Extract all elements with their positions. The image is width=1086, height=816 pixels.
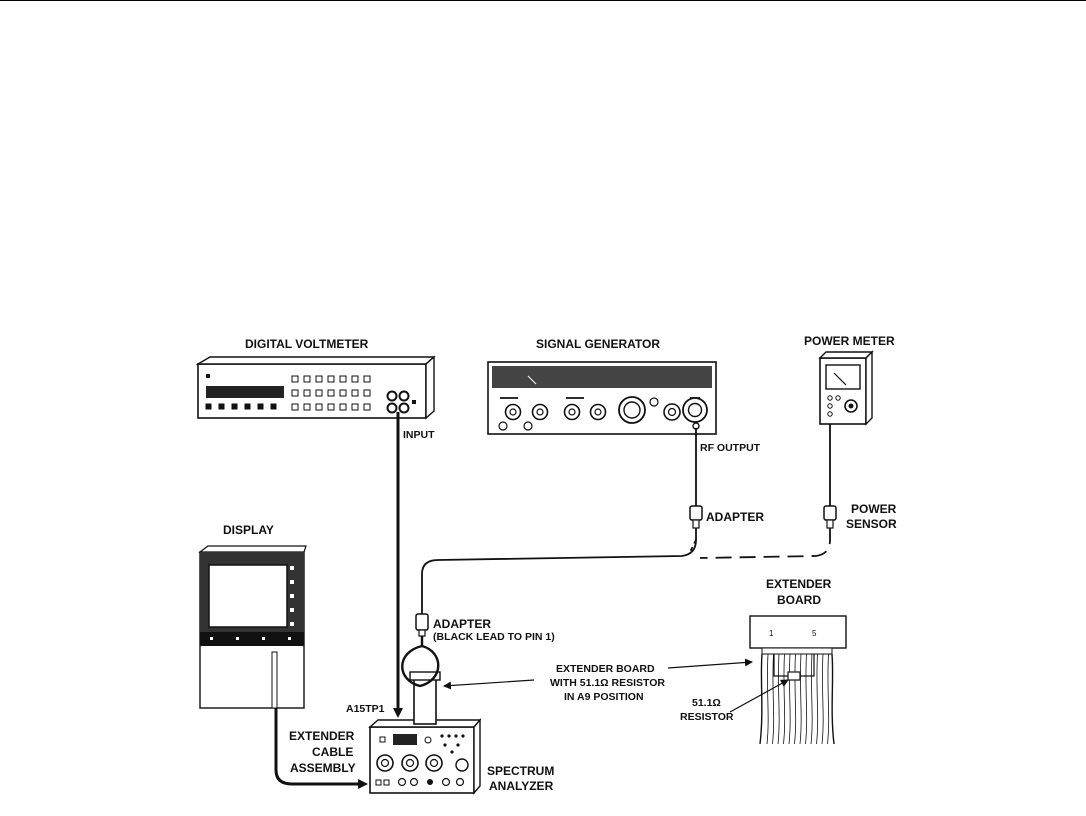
dvm-key [244,403,251,410]
rf-output-label: RF OUTPUT [700,442,761,454]
power-sensor-label-1: POWER [851,502,897,516]
test-point-label: A15TP1 [346,703,385,715]
dvm-key [303,389,311,397]
board-trace [777,653,780,745]
dvm-key [218,403,225,410]
board-trace [766,653,769,745]
board-trace [805,653,808,745]
dvm-key [291,375,299,383]
dvm-key [363,403,371,411]
dvm-key [327,375,335,383]
pin-1-label: 1 [769,629,774,638]
spectrum-analyzer-label-2: ANALYZER [489,779,554,793]
board-trace [827,653,830,745]
dvm-key [327,389,335,397]
leader-lines [443,658,789,713]
dvm-key [205,403,212,410]
cables [274,412,831,789]
dvm-key [315,389,323,397]
top-rule [0,0,1086,1]
extender-board-label-1: EXTENDER [766,577,832,591]
dvm-key [339,375,347,383]
dvm-key [315,375,323,383]
board-trace [794,653,797,745]
extender-board-in-analyzer [409,671,441,725]
display-label: DISPLAY [223,523,274,537]
extender-cable-label-3: ASSEMBLY [290,761,356,775]
extender-board-label-2: BOARD [777,593,821,607]
dvm-key [231,403,238,410]
resistor-label-1: 51.1Ω [692,697,721,709]
signal-generator [487,361,717,435]
resistor-label-2: RESISTOR [680,711,734,723]
power-meter-label: POWER METER [804,334,895,348]
signal-generator-label: SIGNAL GENERATOR [536,337,660,351]
dvm-key [257,403,264,410]
dvm-key [327,403,335,411]
board-trace [821,653,824,745]
dvm-key [351,375,359,383]
dvm-key [351,403,359,411]
pin-5-label: 5 [812,629,817,638]
spectrum-analyzer-label-1: SPECTRUM [487,764,554,778]
dvm-key [270,403,277,410]
dvm-key [303,375,311,383]
dvm-key [339,389,347,397]
extender-cable-label-2: CABLE [312,745,353,759]
board-trace [816,653,819,745]
dvm-key [315,403,323,411]
digital-voltmeter [195,355,436,420]
board-trace [772,653,775,745]
spectrum-analyzer [368,718,482,795]
power-meter [818,350,874,426]
adapters [415,505,837,637]
board-trace [783,653,786,745]
extender-board-note-3: IN A9 POSITION [564,691,644,703]
dvm-key [291,403,299,411]
board-trace [810,653,813,745]
dvm-key [291,389,299,397]
board-trace [799,653,802,745]
board-trace [788,653,791,745]
extender-board: 1 5 [749,615,847,745]
dvm-key [351,389,359,397]
extender-board-note-2: WITH 51.1Ω RESISTOR [550,677,665,689]
dvm-key [363,389,371,397]
dvm-key [363,375,371,383]
black-lead-label: (BLACK LEAD TO PIN 1) [433,631,555,643]
input-label: INPUT [403,429,435,441]
display-monitor [198,545,307,709]
digital-voltmeter-label: DIGITAL VOLTMETER [245,337,369,351]
adapter-lower-label: ADAPTER [433,617,491,631]
extender-board-note-1: EXTENDER BOARD [556,663,655,675]
dvm-key [303,403,311,411]
power-sensor-label-2: SENSOR [846,517,897,531]
adapter-upper-label: ADAPTER [706,510,764,524]
extender-cable-label-1: EXTENDER [289,729,355,743]
dvm-key [339,403,347,411]
